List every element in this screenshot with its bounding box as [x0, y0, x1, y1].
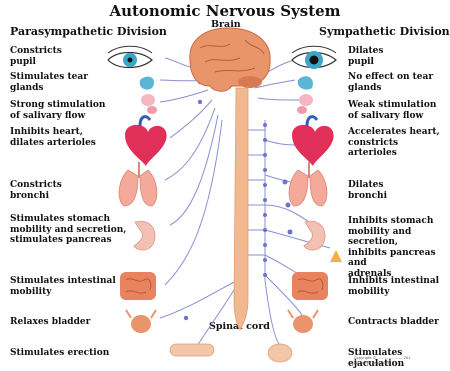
intestines-icon [292, 272, 328, 300]
heart-icon [125, 117, 167, 166]
salivary-gland-icon [297, 94, 313, 114]
stomach-icon [304, 221, 325, 250]
salivary-gland-icon [141, 94, 157, 114]
intestines-icon [120, 272, 156, 300]
tear-gland-icon [140, 77, 154, 90]
brain-icon [190, 28, 270, 91]
lungs-icon [119, 162, 157, 206]
eye-icon [292, 46, 336, 69]
adrenal-gland-icon [330, 250, 342, 262]
eye-icon [108, 46, 152, 67]
genital-icon [268, 344, 292, 362]
bladder-icon [288, 310, 318, 333]
bladder-icon [126, 310, 156, 333]
spinal-cord-icon [234, 88, 248, 330]
tear-gland-icon [298, 76, 313, 89]
stomach-icon [134, 221, 155, 250]
genital-icon [170, 344, 214, 356]
heart-icon [292, 117, 334, 166]
parasympathetic-nerves [160, 58, 234, 350]
lungs-icon [289, 162, 327, 206]
